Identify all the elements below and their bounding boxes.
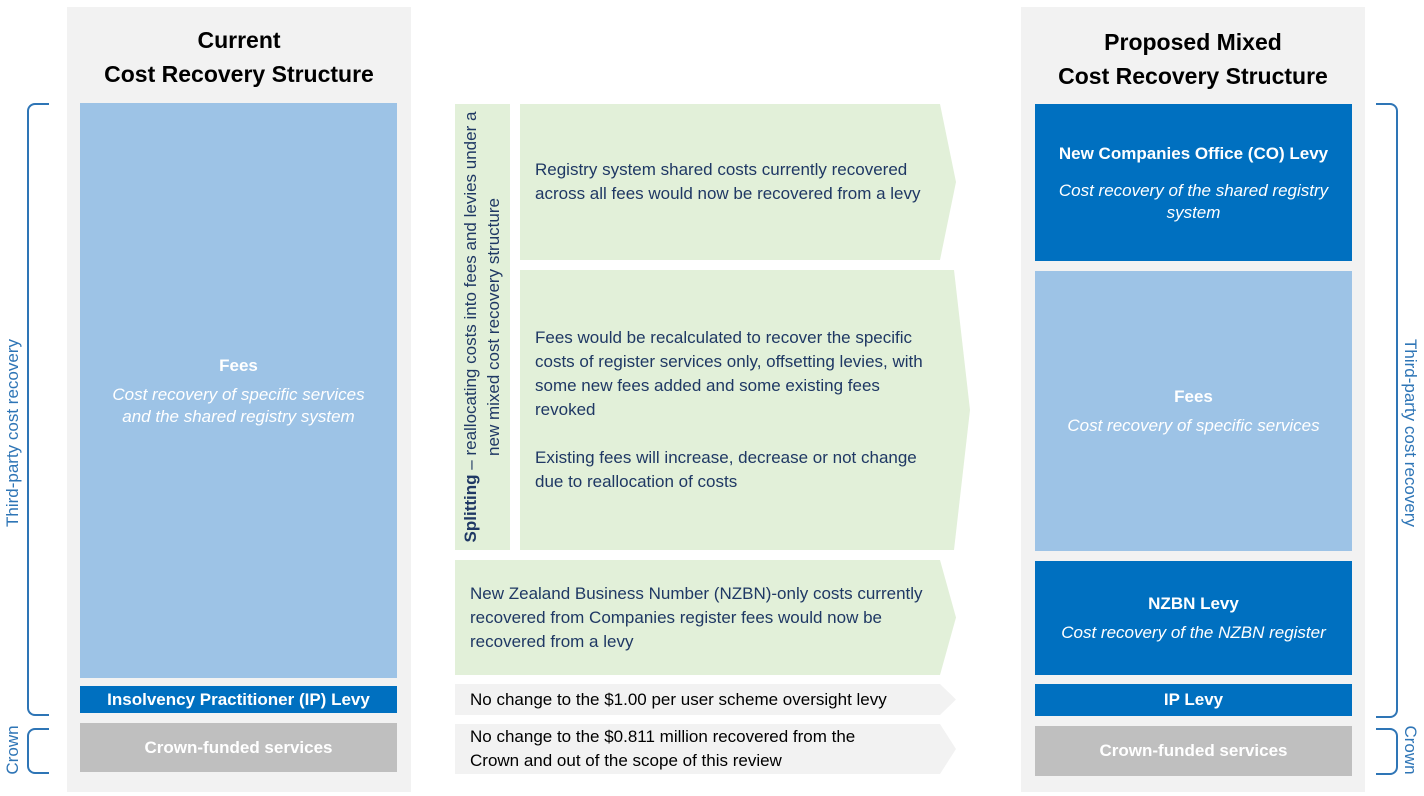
fees-arrow-text-2: Existing fees will increase, decrease or… <box>535 448 917 491</box>
current-structure-title: Current Cost Recovery Structure <box>104 27 374 87</box>
nzbn-levy-box: NZBN Levy Cost recovery of the NZBN regi… <box>1035 561 1352 675</box>
proposed-fees-subtitle: Cost recovery of specific services <box>1067 416 1320 435</box>
current-fees-title: Fees <box>219 355 258 375</box>
splitting-label: Splitting – reallocating costs into fees… <box>459 107 507 547</box>
co-levy-title: New Companies Office (CO) Levy <box>1058 143 1329 163</box>
crown-arrow: No change to the $0.811 million recovere… <box>455 724 956 774</box>
crown-arrow-text: No change to the $0.811 million recovere… <box>470 727 856 770</box>
proposed-structure-title: Proposed Mixed Cost Recovery Structure <box>1058 29 1328 89</box>
co-levy-subtitle: Cost recovery of the shared registry sys… <box>1058 180 1329 222</box>
proposed-fees-title: Fees <box>1174 387 1213 406</box>
crown-label-right: Crown <box>1401 725 1420 775</box>
proposed-ip-levy-label: IP Levy <box>1163 690 1224 709</box>
crown-label-left: Crown <box>3 725 22 775</box>
registry-arrow-text: Registry system shared costs currently r… <box>535 160 921 203</box>
proposed-crown-label: Crown-funded services <box>1099 741 1288 760</box>
crown-bracket-right <box>1376 728 1398 775</box>
current-fees-subtitle: Cost recovery of specific services and t… <box>112 384 365 426</box>
proposed-ip-levy-box: IP Levy <box>1035 684 1352 716</box>
proposed-crown-box: Crown-funded services <box>1035 726 1352 776</box>
proposed-fees-box: Fees Cost recovery of specific services <box>1035 271 1352 551</box>
current-crown-label: Crown-funded services <box>144 737 333 757</box>
third-party-bracket-right <box>1376 103 1398 718</box>
nzbn-arrow: New Zealand Business Number (NZBN)-only … <box>455 560 956 675</box>
ip-arrow: No change to the $1.00 per user scheme o… <box>455 684 956 715</box>
splitting-bar: Splitting – reallocating costs into fees… <box>455 104 510 550</box>
registry-arrow: Registry system shared costs currently r… <box>520 104 956 260</box>
nzbn-levy-subtitle: Cost recovery of the NZBN register <box>1061 623 1326 642</box>
fees-arrow: Fees would be recalculated to recover th… <box>520 270 970 550</box>
splitting-label-rest: – reallocating costs into fees and levie… <box>460 111 503 475</box>
third-party-bracket-left <box>27 103 49 716</box>
third-party-label-left: Third-party cost recovery <box>3 339 22 527</box>
current-crown-box: Crown-funded services <box>80 723 397 772</box>
current-ip-levy-label: Insolvency Practitioner (IP) Levy <box>107 689 370 709</box>
nzbn-arrow-text: New Zealand Business Number (NZBN)-only … <box>470 583 923 651</box>
splitting-label-bold: Splitting <box>460 474 480 543</box>
nzbn-levy-title: NZBN Levy <box>1148 594 1239 613</box>
current-fees-box: Fees Cost recovery of specific services … <box>80 103 397 678</box>
crown-bracket-left <box>27 728 49 774</box>
ip-arrow-text: No change to the $1.00 per user scheme o… <box>470 689 887 709</box>
third-party-label-right: Third-party cost recovery <box>1401 339 1420 527</box>
current-ip-levy-box: Insolvency Practitioner (IP) Levy <box>80 686 397 713</box>
co-levy-box: New Companies Office (CO) Levy Cost reco… <box>1035 104 1352 261</box>
fees-arrow-text-1: Fees would be recalculated to recover th… <box>535 328 923 419</box>
